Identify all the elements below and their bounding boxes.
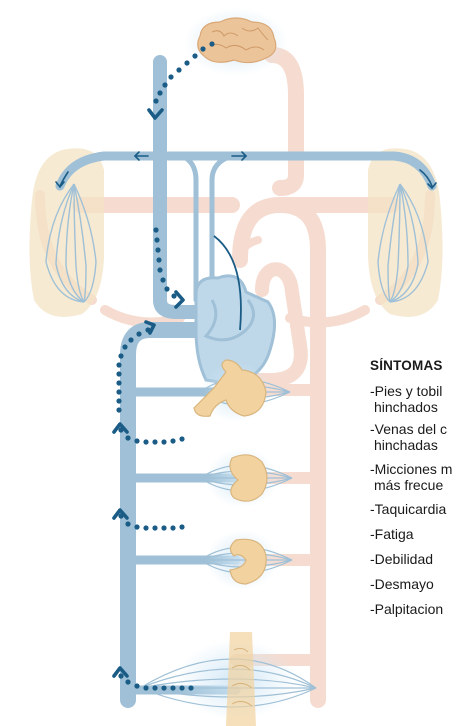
symptom-text: -Fatiga <box>370 526 414 542</box>
symptom-text: -Pies y tobil <box>370 383 442 399</box>
symptom-text: -Desmayo <box>370 576 434 592</box>
symptoms-title: SÍNTOMAS <box>370 358 472 373</box>
symptom-item: -Fatiga <box>370 526 472 551</box>
symptoms-list: -Pies y tobil hinchados -Venas del c hin… <box>370 383 472 626</box>
symptom-item: -Palpitacion <box>370 601 472 626</box>
kidney-icon <box>200 448 292 508</box>
symptom-item: -Debilidad <box>370 551 472 576</box>
symptom-item: -Desmayo <box>370 576 472 601</box>
symptom-item: -Taquicardia <box>370 501 472 526</box>
symptom-text: -Venas del c <box>370 421 447 437</box>
symptom-item: -Venas del c hinchadas <box>370 421 472 461</box>
intestine-icon <box>200 530 292 590</box>
symptom-text: -Palpitacion <box>370 601 443 617</box>
arrow-right-icon <box>176 292 183 307</box>
symptom-item: -Micciones m más frecue <box>370 461 472 501</box>
symptom-text-cont: más frecue <box>370 477 472 493</box>
symptom-text-cont: hinchados <box>370 399 472 415</box>
symptom-text: -Taquicardia <box>370 501 446 517</box>
symptom-text: -Debilidad <box>370 551 433 567</box>
symptoms-panel: SÍNTOMAS -Pies y tobil hinchados -Venas … <box>370 358 472 626</box>
right-lung-icon <box>368 148 443 317</box>
brain-icon <box>184 8 288 76</box>
symptom-item: -Pies y tobil hinchados <box>370 383 472 421</box>
symptom-text: -Micciones m <box>370 461 452 477</box>
leg-muscle-icon <box>140 632 316 726</box>
symptom-text-cont: hinchadas <box>370 437 472 453</box>
